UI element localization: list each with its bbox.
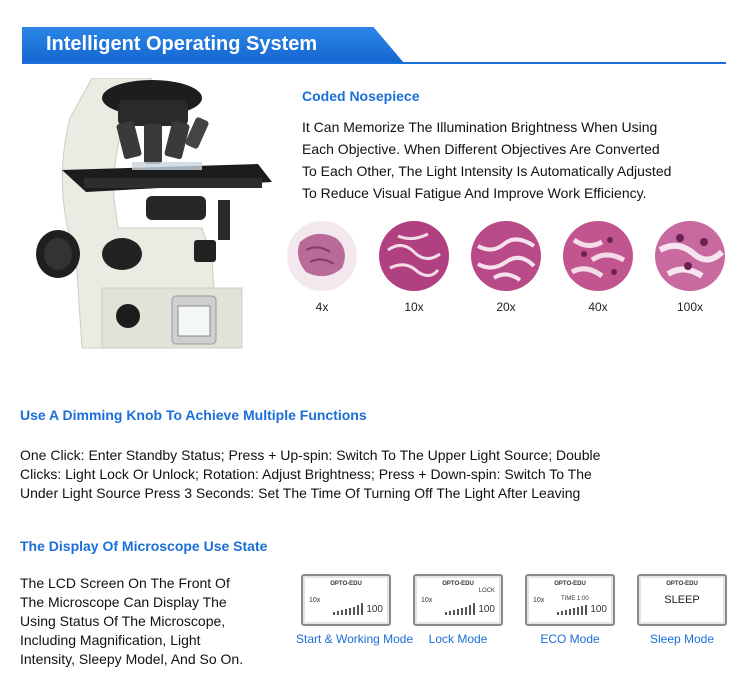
mode-lock: OPTO-EDU LOCK 10x 100 Lock Mode — [408, 574, 508, 646]
display-line: The LCD Screen On The Front Of — [20, 575, 230, 591]
brightness-bar-icon — [445, 603, 475, 615]
page-title: Intelligent Operating System — [46, 33, 318, 55]
mode-caption: Sleep Mode — [649, 632, 715, 646]
header-divider — [22, 62, 726, 64]
lcd-brand: OPTO-EDU — [330, 581, 362, 587]
sample-label: 4x — [315, 300, 329, 314]
lcd-modes: OPTO-EDU 10x 100 Start & Working Mode OP… — [296, 574, 736, 654]
mode-eco: OPTO-EDU 10x TIME 1:00 100 ECO Mode — [520, 574, 620, 646]
nosepiece-line: To Each Other, The Light Intensity Is Au… — [302, 163, 672, 179]
brightness-bar-icon — [333, 603, 363, 615]
mode-caption: Start & Working Mode — [296, 632, 414, 646]
tissue-sample-icon — [655, 221, 725, 291]
dimming-heading: Use A Dimming Knob To Achieve Multiple F… — [20, 407, 367, 423]
lcd-status: LOCK — [478, 588, 495, 594]
sample-label: 40x — [588, 300, 608, 314]
sample-100x: 100x — [654, 220, 726, 314]
dimming-line: Under Light Source Press 3 Seconds: Set … — [20, 485, 581, 501]
display-line: Using Status Of The Microscope, — [20, 613, 226, 629]
lcd-brand: OPTO-EDU — [666, 581, 698, 587]
dimming-description: One Click: Enter Standby Status; Press +… — [20, 446, 600, 503]
sample-label: 100x — [676, 300, 704, 314]
sample-10x: 10x — [378, 220, 450, 314]
display-line: Including Magnification, Light — [20, 632, 201, 648]
lcd-magnification: 10x — [421, 597, 433, 604]
lcd-brand: OPTO-EDU — [554, 581, 586, 587]
tissue-sample-icon — [379, 221, 449, 291]
display-line: The Microscope Can Display The — [20, 594, 227, 610]
sample-label: 20x — [496, 300, 516, 314]
tissue-sample-icon — [563, 221, 633, 291]
nosepiece-line: It Can Memorize The Illumination Brightn… — [302, 119, 658, 135]
mode-sleep: OPTO-EDU SLEEP Sleep Mode — [632, 574, 732, 646]
lcd-brand: OPTO-EDU — [442, 581, 474, 587]
nosepiece-description: It Can Memorize The Illumination Brightn… — [302, 116, 671, 204]
sample-20x: 20x — [470, 220, 542, 314]
lcd-status: TIME 1:00 — [561, 596, 589, 602]
lcd-intensity: 100 — [478, 604, 495, 615]
lcd-screen: OPTO-EDU LOCK 10x 100 — [413, 574, 503, 626]
lcd-intensity: 100 — [366, 604, 383, 615]
microscope-illustration — [36, 78, 272, 349]
lcd-screen: OPTO-EDU 10x 100 — [301, 574, 391, 626]
dimming-line: Clicks: Light Lock Or Unlock; Rotation: … — [20, 466, 592, 482]
brightness-bar-icon — [557, 605, 587, 615]
nosepiece-line: Each Objective. When Different Objective… — [302, 141, 660, 157]
tissue-sample-icon — [471, 221, 541, 291]
display-description: The LCD Screen On The Front Of The Micro… — [20, 574, 243, 669]
display-line: Intensity, Sleepy Model, And So On. — [20, 651, 244, 667]
lcd-screen: OPTO-EDU SLEEP — [637, 574, 727, 626]
magnification-samples: 4x 10x 20x 40x 100x — [286, 220, 726, 320]
mode-caption: Lock Mode — [428, 632, 488, 646]
mode-caption: ECO Mode — [540, 632, 600, 646]
header-banner — [22, 27, 404, 63]
lcd-magnification: 10x — [309, 597, 321, 604]
lcd-status: SLEEP — [664, 594, 700, 606]
nosepiece-heading: Coded Nosepiece — [302, 88, 420, 104]
tissue-sample-icon — [287, 221, 357, 291]
nosepiece-line: To Reduce Visual Fatigue And Improve Wor… — [302, 185, 647, 201]
sample-40x: 40x — [562, 220, 634, 314]
mode-start-working: OPTO-EDU 10x 100 Start & Working Mode — [296, 574, 414, 646]
display-heading: The Display Of Microscope Use State — [20, 538, 268, 554]
lcd-magnification: 10x — [533, 597, 545, 604]
lcd-intensity: 100 — [590, 604, 607, 615]
sample-4x: 4x — [286, 220, 358, 314]
lcd-screen: OPTO-EDU 10x TIME 1:00 100 — [525, 574, 615, 626]
dimming-line: One Click: Enter Standby Status; Press +… — [20, 447, 601, 463]
sample-label: 10x — [404, 300, 424, 314]
